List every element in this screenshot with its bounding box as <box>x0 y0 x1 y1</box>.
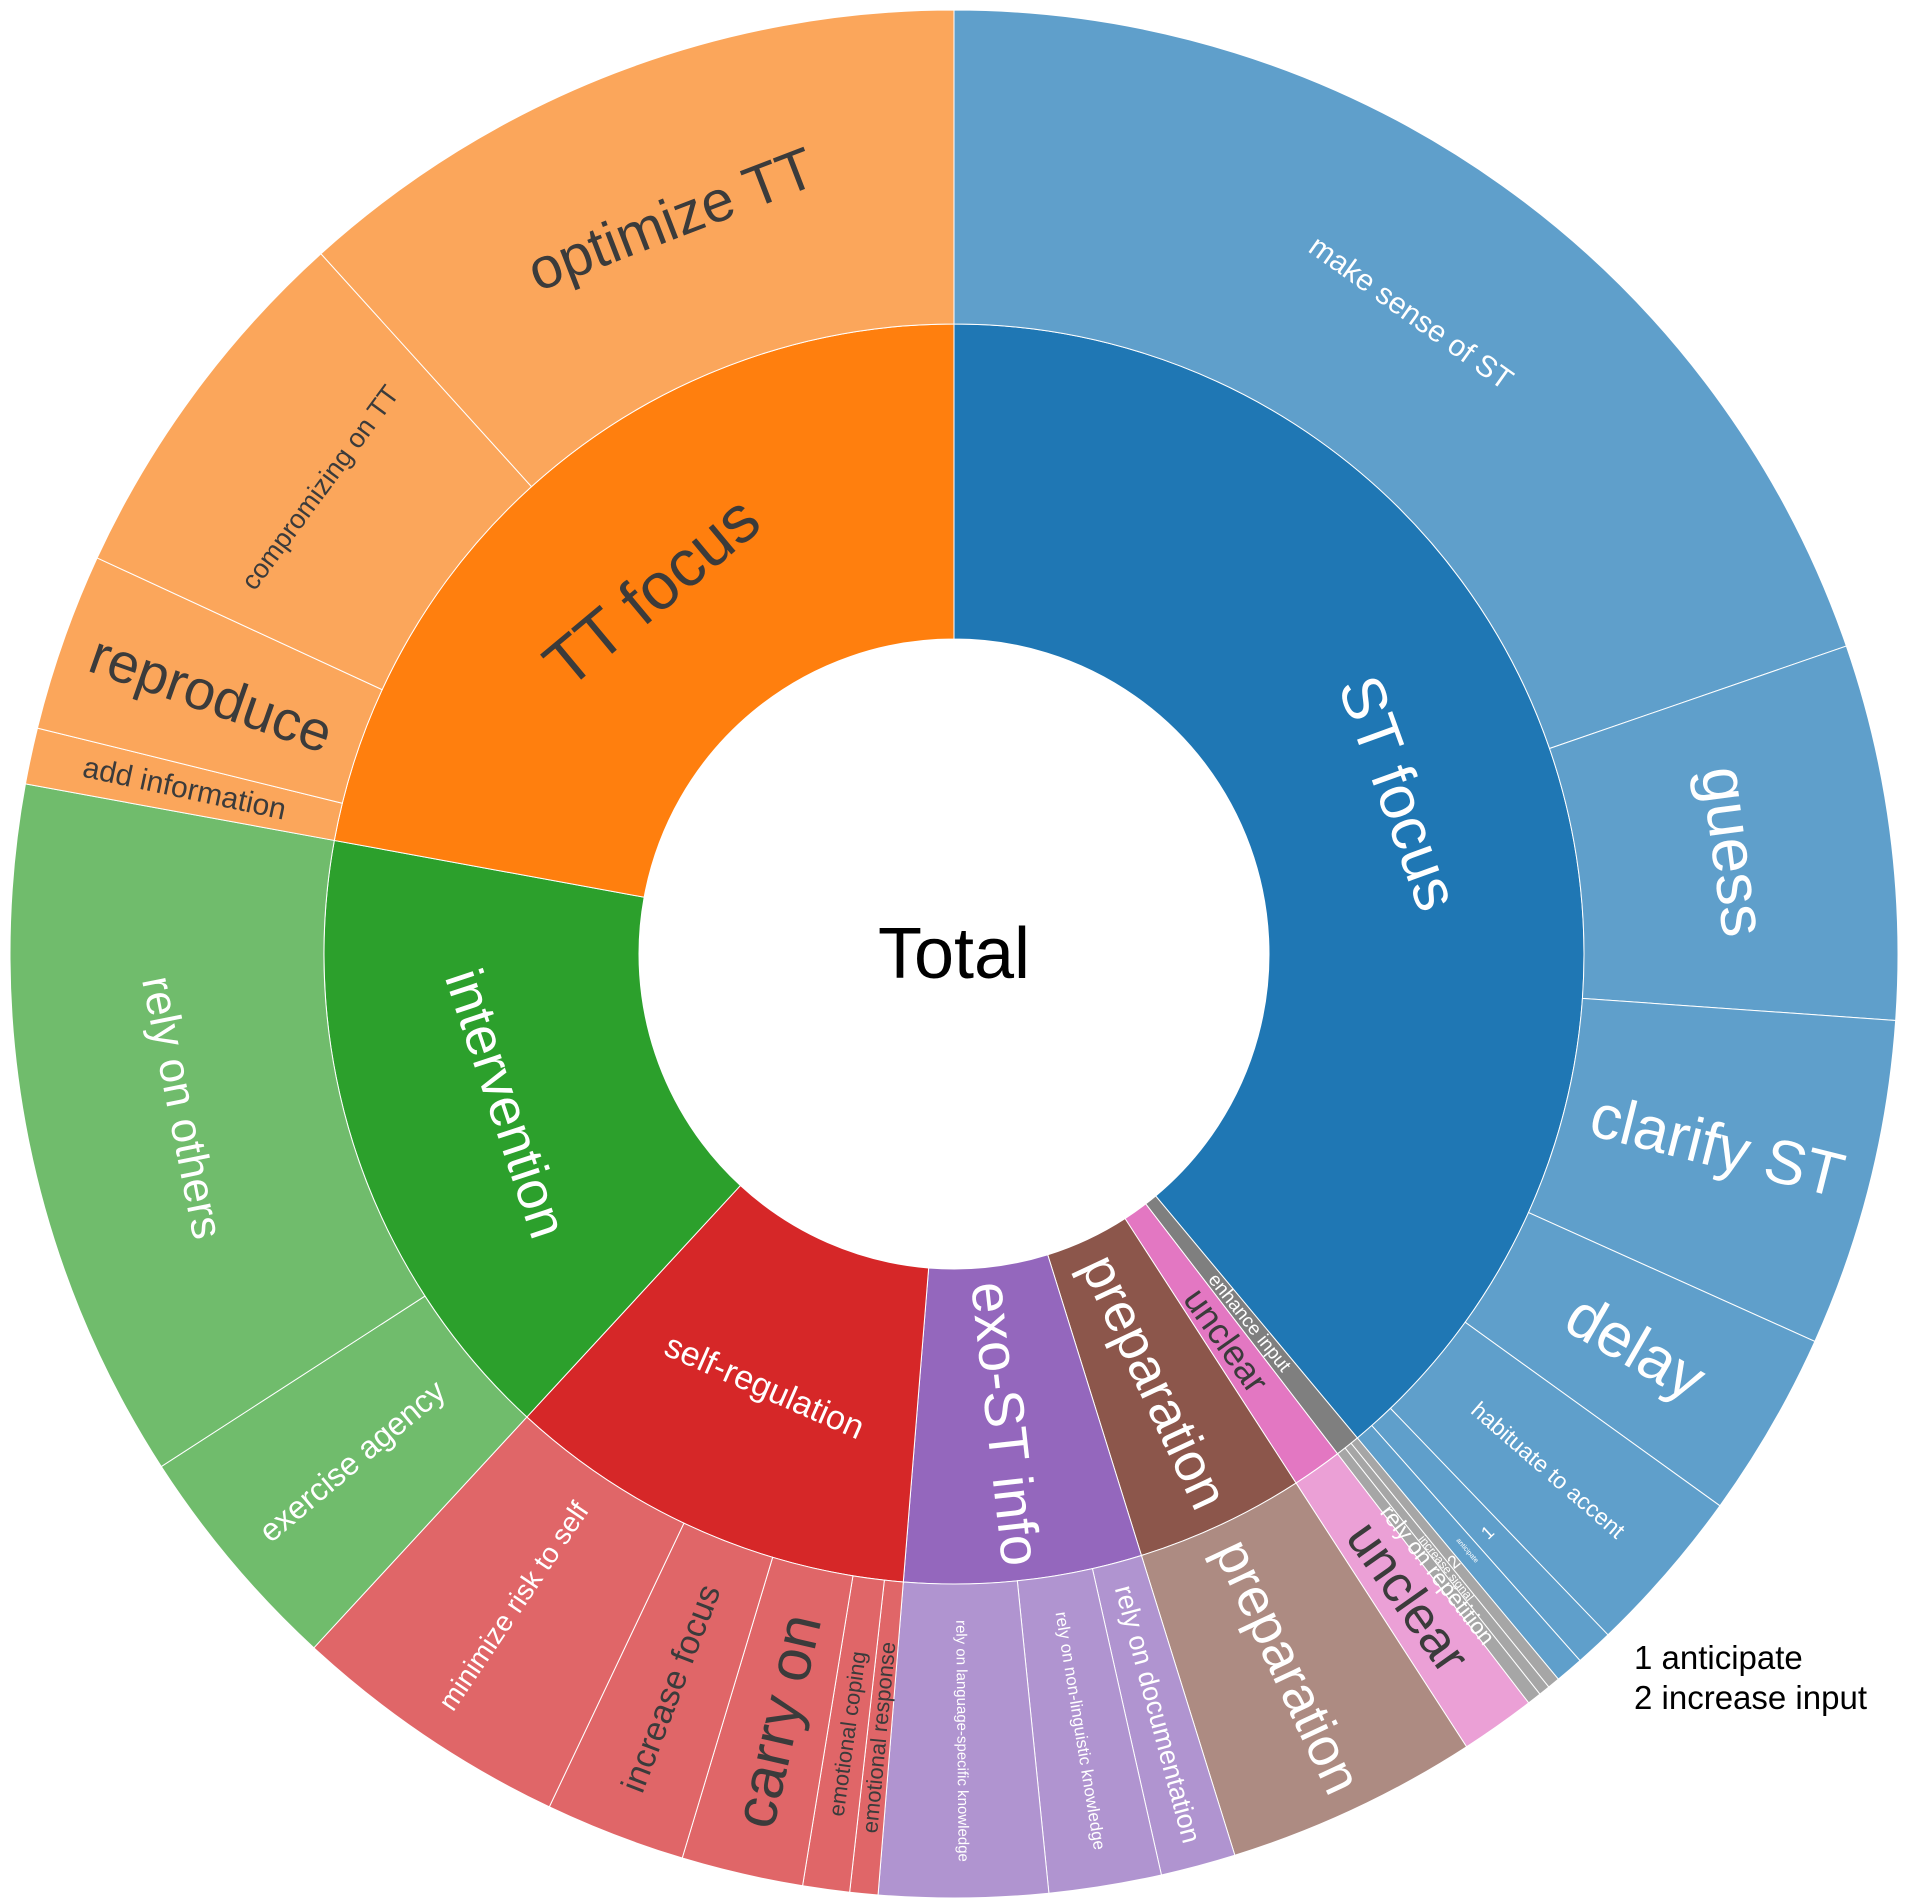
label-outer-rely-on-language-specific-knowledge: rely on language-specific knowledge <box>952 1620 971 1862</box>
outer-segment-make-sense-of-st[interactable] <box>953 9 1847 750</box>
outer-segment-optimize-tt[interactable] <box>320 9 955 488</box>
center-hole <box>639 639 1269 1269</box>
footnotes: 1 anticipate 2 increase input <box>1634 1638 1867 1718</box>
inner-ring <box>323 323 1585 1585</box>
outer-segment-rely-on-others[interactable] <box>9 783 426 1468</box>
footnote-1: 1 anticipate <box>1634 1639 1803 1676</box>
center-label: Total <box>878 914 1030 994</box>
outer-ring <box>9 9 1899 1899</box>
footnote-2: 2 increase input <box>1634 1679 1867 1716</box>
